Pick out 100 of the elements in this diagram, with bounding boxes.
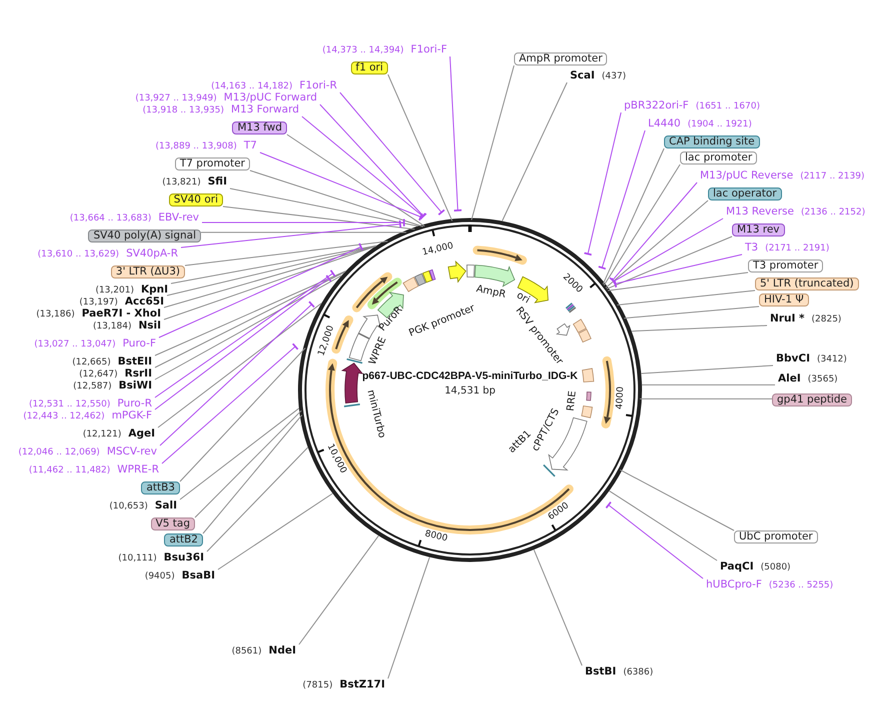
feature-name: ori [514, 290, 532, 306]
primer-name: L4440 [648, 118, 681, 130]
feature-tag: M13 fwd [232, 122, 287, 134]
primer-position: (5236 .. 5255) [768, 580, 834, 592]
primer-position: (12,443 .. 12,462) [23, 410, 105, 422]
leader-line [180, 219, 402, 248]
feature-tag: M13 rev [732, 224, 785, 236]
primer-position: (12,531 .. 12,550) [28, 398, 110, 410]
enzyme-name: BbvCI [776, 352, 810, 364]
cut-position: (3412) [816, 354, 847, 366]
feature-name: RRE [566, 390, 579, 412]
primer-position: (13,889 .. 13,908) [155, 140, 237, 152]
plasmid-name: p667-UBC-CDC42BPA-V5-miniTurbo_IDG-K [362, 370, 578, 382]
feature-tag: 5' LTR (truncated) [755, 278, 859, 290]
tick-label: 14,000 [421, 240, 454, 259]
enzyme-name: BstZ17I [340, 678, 385, 690]
leader-line [450, 56, 462, 212]
enzyme-name: PaqCI [720, 560, 754, 572]
leader-line [154, 274, 342, 380]
primer-position: (13,027 .. 13,047) [34, 338, 116, 350]
leader-line [641, 384, 776, 386]
primer-position: (12,046 .. 12,069) [18, 446, 100, 458]
primer-name: F1ori-R [300, 80, 337, 92]
leader-line [302, 116, 426, 220]
enzyme-name: AleI [778, 372, 801, 384]
leader-line [614, 254, 742, 288]
leader-line [616, 290, 756, 306]
feature-tag: f1 ori [350, 62, 388, 74]
sequence-length: 14,531 bp [444, 386, 496, 396]
leader-line [607, 272, 748, 292]
feature-tag: T7 promoter [174, 158, 250, 170]
primer-position: (2117 .. 2139) [800, 170, 864, 182]
enzyme-name: NsiI [138, 320, 161, 332]
leader-line [620, 469, 734, 531]
enzyme-name: BstBI [585, 666, 616, 678]
leader-line [606, 236, 732, 290]
leader-line [180, 348, 306, 482]
leader-line [202, 218, 405, 228]
enzyme-name: ScaI [570, 70, 595, 82]
tick-label: 8000 [424, 529, 448, 546]
feature-name: AmpR [475, 284, 507, 301]
cut-position: (13,821) [162, 176, 201, 188]
primer-name: Puro-F [122, 338, 156, 350]
leader-line [340, 92, 446, 216]
feature-tag: attB3 [141, 482, 180, 494]
leader-line [639, 398, 772, 400]
feature-tag: T3 promoter [748, 260, 824, 272]
primer-position: (14,373 .. 14,394) [322, 44, 404, 56]
cut-position: (6386) [623, 666, 654, 678]
primer-position: (1904 .. 1921) [688, 118, 752, 130]
leader-line [194, 410, 302, 518]
leader-line [605, 200, 708, 288]
leader-line [631, 325, 768, 332]
feature-tag: UbC promoter [734, 530, 818, 544]
leader-line [218, 493, 334, 570]
enzyme-name: RsrII [124, 368, 152, 380]
cut-position: (13,186) [36, 308, 75, 320]
cut-position: (12,121) [82, 428, 122, 440]
leader-line [200, 232, 407, 233]
leader-line [230, 188, 418, 227]
feature-tag: SV40 poly(A) signal [88, 230, 201, 242]
cut-position: (13,197) [79, 296, 118, 308]
leader-line [164, 246, 376, 308]
leader-line [202, 414, 302, 534]
leader-line [604, 164, 680, 286]
enzyme-name: Acc65I [124, 296, 164, 308]
primer-name: M13 Forward [231, 104, 299, 116]
feature-tag: AmpR promoter [514, 52, 608, 66]
feature-name: miniTurbo [364, 388, 388, 439]
leader-line [260, 152, 423, 222]
enzyme-name: SfiI [208, 176, 227, 188]
leader-line [640, 365, 774, 374]
feature-tag: gp41 peptide [772, 394, 852, 406]
leader-line [222, 206, 416, 230]
leader-line [471, 65, 514, 220]
feature-tag: HIV-1 Ψ [759, 294, 809, 306]
leader-line [502, 82, 568, 222]
leader-line [320, 104, 428, 220]
cut-position: (13,201) [95, 284, 134, 296]
primer-name: MSCV-rev [106, 446, 157, 458]
primer-position: (2171 .. 2191) [765, 242, 830, 254]
primer-name: hUBCpro-F [706, 578, 762, 590]
leader-line [206, 446, 308, 552]
primer-position: (2136 .. 2152) [800, 206, 866, 218]
cut-position: (10,111) [118, 552, 157, 564]
primer-name: T3 [745, 242, 758, 254]
cut-position: (5080) [760, 562, 791, 574]
feature-tag: V5 tag [150, 518, 195, 530]
leader-line [286, 134, 426, 227]
leader-line [298, 535, 380, 645]
primer-position: (14,163 .. 14,182) [211, 80, 293, 92]
primer-name: T7 [244, 140, 257, 152]
cut-position: (12,647) [79, 368, 118, 380]
leader-line [180, 408, 300, 500]
primer-position: (13,927 .. 13,949) [135, 92, 217, 104]
feature-tag: CAP binding site [664, 136, 760, 148]
leader-line [605, 501, 704, 579]
cut-position: (13,184) [92, 320, 132, 332]
leader-line [166, 245, 377, 296]
enzyme-name: Bsu36I [164, 552, 204, 564]
